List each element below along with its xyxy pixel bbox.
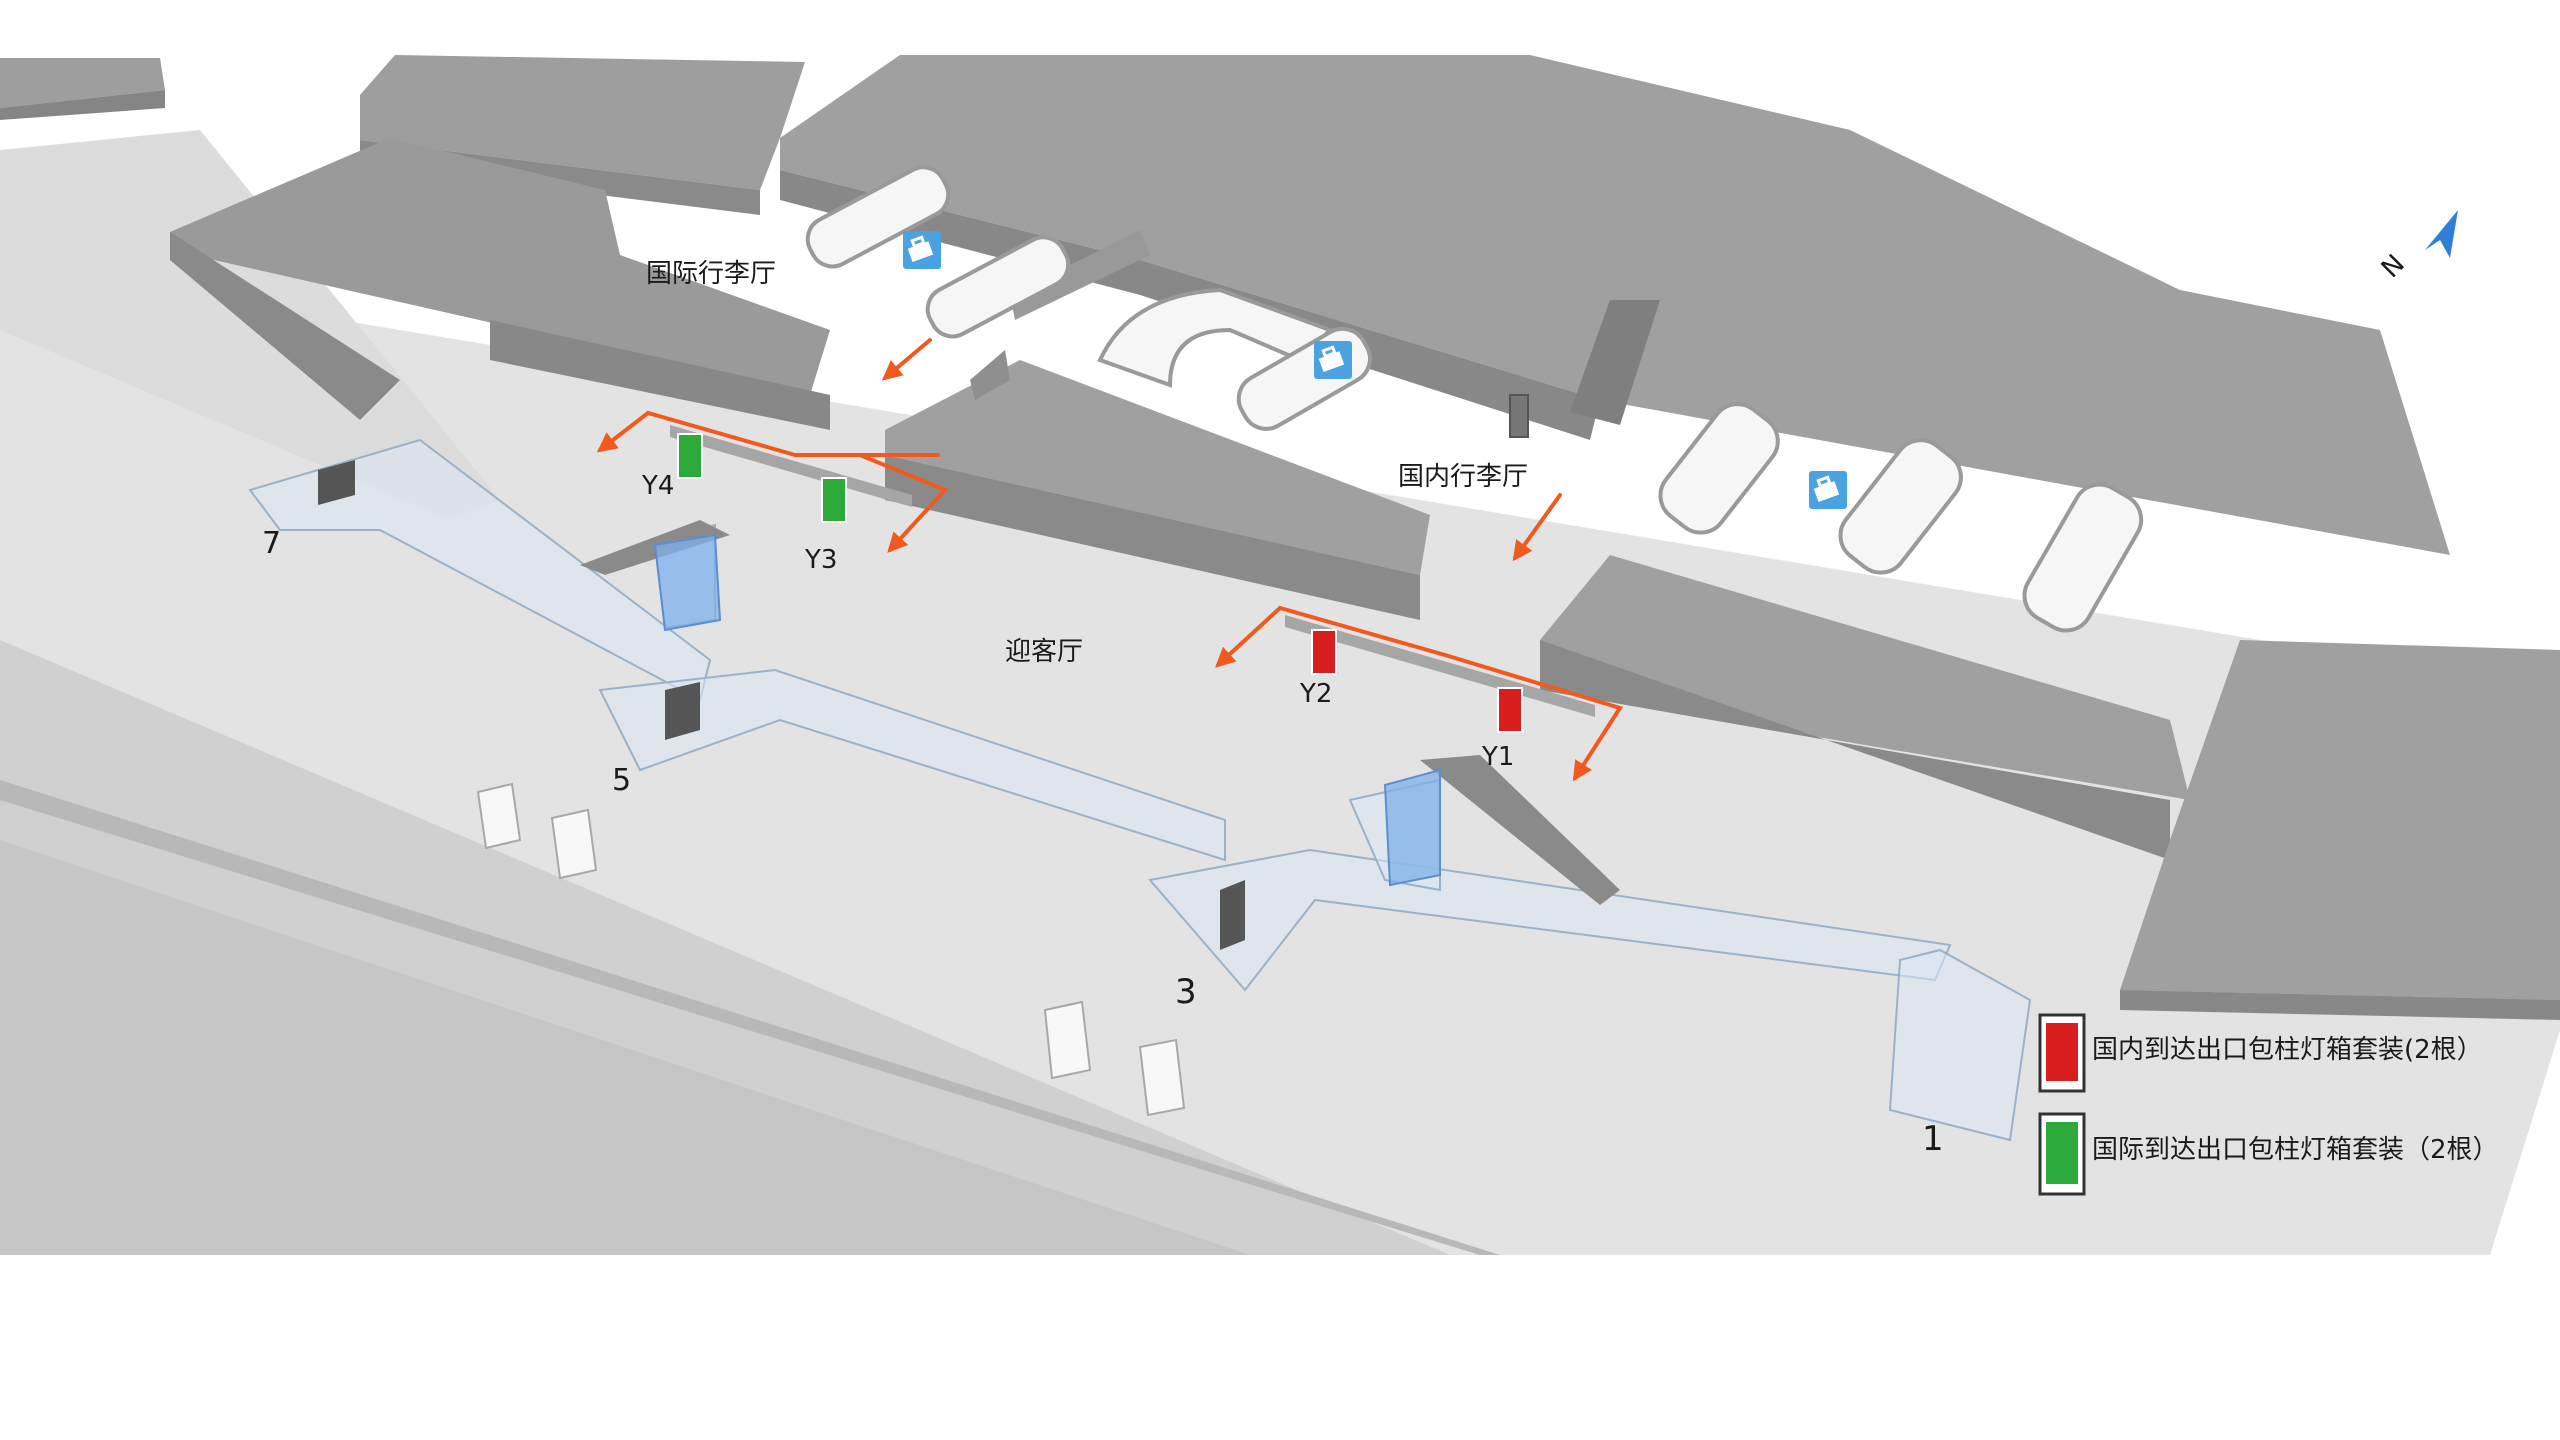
- lightbox-y4: [677, 433, 703, 479]
- lightbox-label-y4: Y4: [641, 471, 674, 501]
- apron-ramp-lower: [0, 840, 1250, 1255]
- lightbox-y1: [1497, 687, 1523, 733]
- lightbox-label-y1: Y1: [1481, 742, 1514, 772]
- lightbox-label-y2: Y2: [1299, 679, 1332, 709]
- glass-corridors: [248, 438, 2032, 1142]
- baggage-claim-icon: [901, 229, 943, 271]
- intl-baggage-hall-label: 国际行李厅: [646, 259, 776, 289]
- arrow-left-icon: [1215, 605, 1447, 668]
- baggage-claim-icon: [1807, 469, 1849, 511]
- exit-label-1: 1: [1922, 1119, 1944, 1159]
- compass-letter: N: [2376, 249, 2411, 284]
- baggage-carousels: [805, 165, 2144, 633]
- arrow-branch-icon: [795, 453, 949, 553]
- arrow-down-icon: [881, 338, 932, 381]
- legend-item-domestic: 国内到达出口包柱灯箱套装(2根）: [2038, 1013, 2483, 1093]
- legend-international-text: 国际到达出口包柱灯箱套装（2根）: [2092, 1135, 2499, 1165]
- exit-label-3: 3: [1175, 972, 1197, 1012]
- domestic-baggage-hall-label: 国内行李厅: [1398, 462, 1528, 492]
- exit-label-7: 7: [262, 526, 281, 561]
- exit-screens: [318, 460, 1245, 950]
- arrow-left-icon: [596, 410, 797, 457]
- greeting-hall-label: 迎客厅: [1005, 637, 1083, 667]
- lightbox-label-y3: Y3: [804, 545, 837, 575]
- flow-arrows: [596, 338, 1624, 782]
- buildings: [0, 55, 2560, 1020]
- legend-domestic-text: 国内到达出口包柱灯箱套装(2根）: [2092, 1035, 2483, 1065]
- lightboxes: [677, 433, 1523, 733]
- lightbox-y3: [821, 477, 847, 523]
- legend-item-international: 国际到达出口包柱灯箱套装（2根）: [2038, 1112, 2499, 1196]
- lightbox-y2: [1311, 629, 1337, 675]
- exit-label-5: 5: [612, 763, 631, 798]
- arrow-right-icon: [1443, 653, 1624, 782]
- legend: 国内到达出口包柱灯箱套装(2根） 国际到达出口包柱灯箱套装（2根）: [2038, 1013, 2499, 1196]
- columns: [476, 394, 1529, 1117]
- elevators: [653, 533, 1441, 887]
- baggage-claim-icon: [1312, 339, 1354, 381]
- north-arrow-icon: N: [2376, 210, 2458, 284]
- arrow-down-icon: [1512, 493, 1562, 562]
